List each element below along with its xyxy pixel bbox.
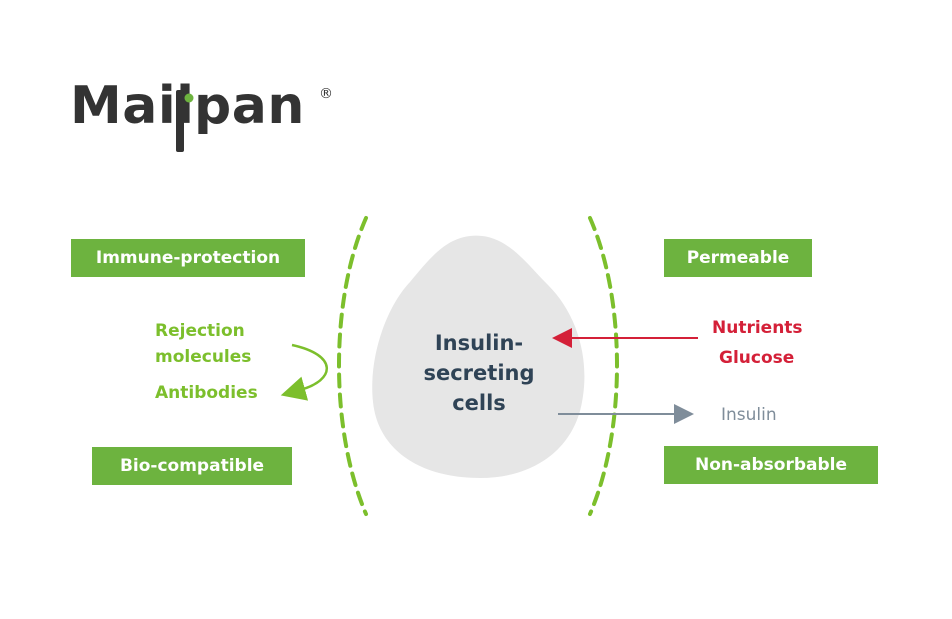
nutrients-text: Nutrients	[712, 318, 803, 338]
glucose-text: Glucose	[719, 348, 795, 368]
mailpan-logo: Mail pan ®	[70, 76, 350, 166]
antibodies-text: Antibodies	[155, 383, 258, 403]
bio-compatible-label: Bio-compatible	[92, 447, 292, 485]
rejection-text: Rejection	[155, 321, 245, 341]
cell-label-line3: cells	[452, 391, 506, 415]
cell-label-line1: Insulin-	[434, 331, 524, 355]
non-absorbable-label: Non-absorbable	[664, 446, 878, 484]
immune-protection-label: Immune-protection	[71, 239, 305, 277]
cell-blob	[372, 235, 585, 478]
right-membrane	[588, 216, 619, 516]
rejection-curve-arrow	[280, 343, 328, 401]
logo-text-mail: Mail	[70, 76, 195, 136]
logo-p-stem-icon	[176, 90, 194, 152]
registered-mark: ®	[319, 86, 333, 102]
cell-label-line2: secreting	[423, 361, 535, 385]
permeable-label: Permeable	[664, 239, 812, 277]
logo-text-pan: pan	[194, 76, 305, 136]
left-membrane	[337, 216, 368, 516]
molecules-text: molecules	[155, 347, 252, 367]
insulin-text: Insulin	[721, 405, 777, 425]
